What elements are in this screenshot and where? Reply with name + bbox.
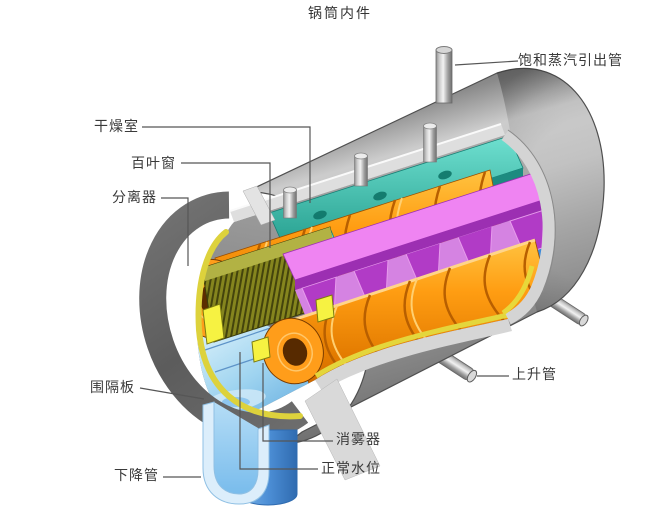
- leader-separator: [161, 197, 189, 266]
- steam-outlet-pipe: [435, 46, 453, 104]
- label-riser: 上升管: [512, 367, 557, 383]
- label-louver: 百叶窗: [131, 156, 176, 172]
- label-enclosure-plate: 围隔板: [90, 380, 135, 396]
- leader-drying-chamber: [142, 126, 311, 203]
- leader-saturated-steam: [454, 60, 519, 66]
- demister-box: [251, 336, 271, 363]
- demister-box-rear: [315, 294, 335, 323]
- label-separator: 分离器: [112, 190, 157, 206]
- leader-louver: [181, 162, 271, 248]
- diagram-title: 锅筒内件: [308, 6, 372, 22]
- drum-dome-shading: [497, 68, 605, 312]
- steam-stub-tubes: [283, 122, 437, 219]
- downcomer-assembly: [202, 401, 298, 506]
- enclosure-plate-yellow-lining: [195, 229, 303, 420]
- label-drying-chamber: 干燥室: [94, 119, 139, 135]
- lining-yellow-strip-bottom: [314, 312, 509, 379]
- label-normal-water-level: 正常水位: [321, 461, 381, 477]
- leader-demister: [262, 363, 333, 442]
- downcomer-pipe-water: [214, 402, 258, 494]
- leader-normal-water-level: [239, 352, 318, 470]
- bottom-shell-cut-face: [304, 378, 381, 481]
- label-downcomer: 下降管: [114, 468, 159, 484]
- leader-enclosure-plate: [139, 387, 205, 400]
- label-saturated-steam-outlet: 饱和蒸汽引出管: [518, 53, 623, 69]
- lining-yellow-strip-arc: [501, 265, 535, 316]
- downcomer-pipe-wall: [202, 401, 270, 505]
- leader-lines: [139, 60, 519, 478]
- label-demister: 消雾器: [336, 432, 381, 448]
